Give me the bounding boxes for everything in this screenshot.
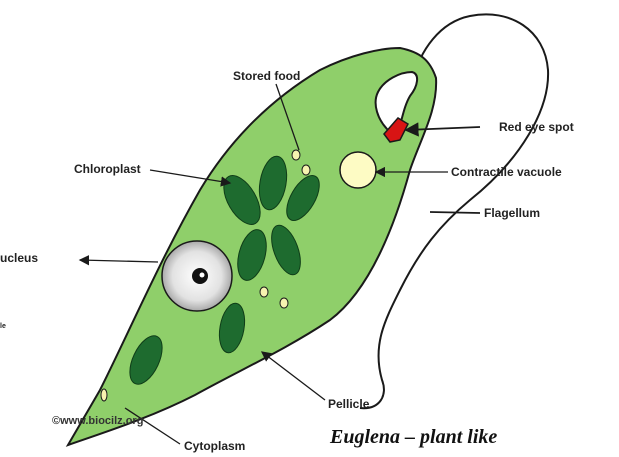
stored-food-granule — [302, 165, 310, 175]
source-credit: ©www.biocilz.org — [52, 414, 143, 428]
label-red-eye-spot: Red eye spot — [499, 120, 574, 134]
label-stored-food: Stored food — [233, 69, 300, 83]
stored-food-granule — [101, 389, 107, 401]
label-nucleus: ucleus — [0, 251, 38, 265]
leader-nucleus — [80, 260, 158, 262]
leader-flagellum — [430, 212, 480, 213]
stored-food-granule — [292, 150, 300, 160]
nucleolus-highlight — [200, 273, 205, 278]
label-side-fragment: le — [0, 323, 6, 331]
leader-pellicle — [262, 352, 325, 400]
label-pellicle: Pellicle — [328, 397, 369, 411]
label-contractile-vacuole: Contractile vacuole — [451, 165, 562, 179]
label-cytoplasm: Cytoplasm — [184, 439, 245, 453]
contractile-vacuole — [340, 152, 376, 188]
stored-food-granule — [260, 287, 268, 297]
stored-food-granule — [280, 298, 288, 308]
label-flagellum: Flagellum — [484, 206, 540, 220]
label-chloroplast: Chloroplast — [74, 162, 141, 176]
diagram-caption: Euglena – plant like — [330, 426, 497, 449]
